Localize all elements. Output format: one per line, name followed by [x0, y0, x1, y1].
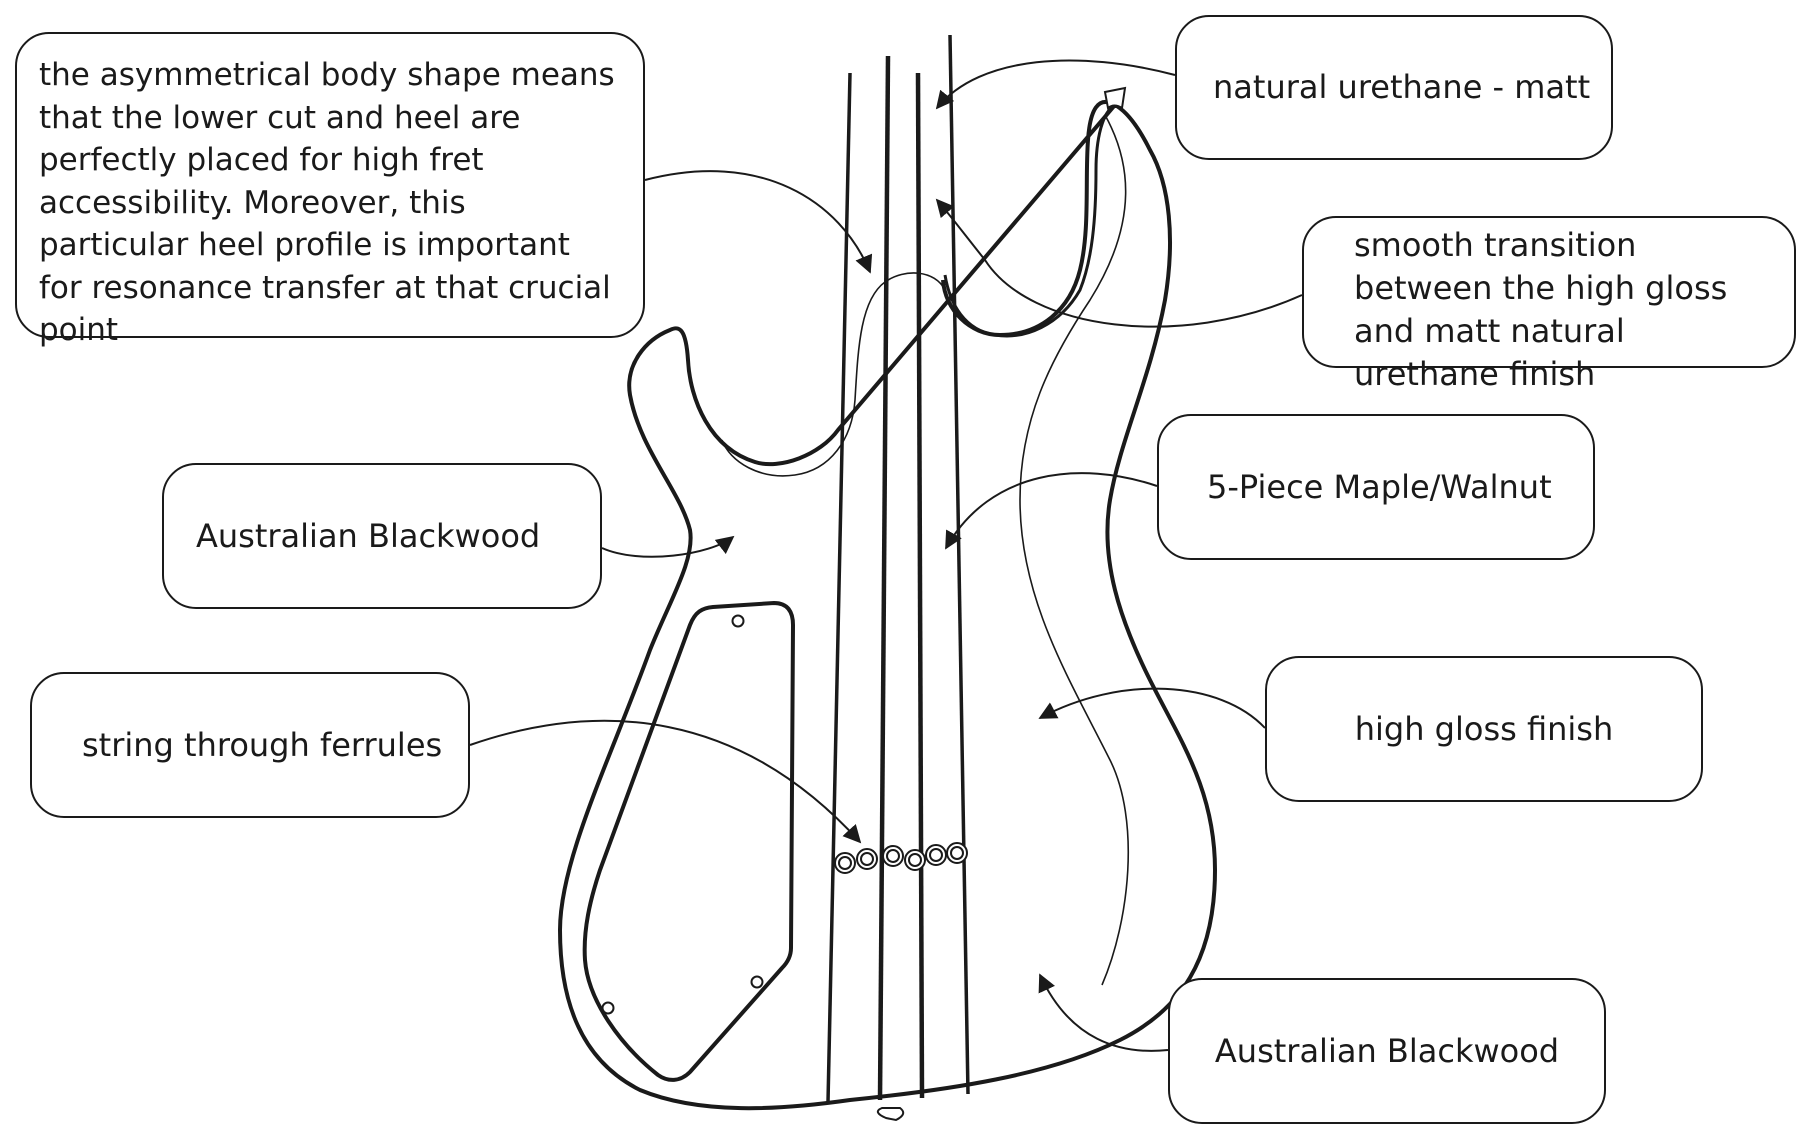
- neck-laminate-line-4: [948, 34, 970, 1095]
- callout-natural-matt-text: natural urethane - matt: [1213, 68, 1591, 106]
- callout-string-ferrules-text: string through ferrules: [82, 725, 443, 764]
- callout-finish-transition-text: smooth transition between the high gloss…: [1354, 226, 1728, 393]
- arrow-natural-matt: [935, 59, 1176, 110]
- finish-transition-line: [1019, 114, 1130, 986]
- callout-heel-profile-text: the asymmetrical body shape means that t…: [39, 57, 615, 348]
- neck-laminate-line-3: [915, 72, 925, 1099]
- strap-button-top: [1103, 86, 1127, 110]
- arrow-blackwood-lower: [1038, 973, 1169, 1052]
- arrow-gloss: [1038, 687, 1266, 729]
- control-plate-screw: [731, 614, 745, 628]
- callout-string-ferrules: string through ferrules: [30, 672, 470, 818]
- strap-button-bottom: [876, 1107, 905, 1122]
- callout-blackwood-upper-text: Australian Blackwood: [196, 516, 541, 555]
- arrow-heel: [644, 170, 873, 274]
- control-plate: [582, 600, 796, 1082]
- arrow-ferrules: [469, 719, 862, 844]
- callout-high-gloss: high gloss finish: [1265, 656, 1703, 802]
- control-plate-screw: [750, 975, 764, 989]
- callout-neck-laminate-text: 5-Piece Maple/Walnut: [1207, 467, 1552, 506]
- upper-horn-inner-edge: [943, 103, 1116, 338]
- arrow-transition: [935, 198, 1303, 328]
- callout-finish-transition: smooth transition between the high gloss…: [1302, 216, 1796, 393]
- callout-blackwood-lower-text: Australian Blackwood: [1214, 1031, 1560, 1070]
- heel-transition-line: [721, 272, 946, 477]
- callout-natural-matt: natural urethane - matt: [1175, 15, 1613, 160]
- callout-blackwood-upper: Australian Blackwood: [162, 463, 602, 609]
- callout-heel-profile: the asymmetrical body shape means that t…: [15, 32, 645, 348]
- callout-high-gloss-text: high gloss finish: [1354, 709, 1614, 748]
- arrow-blackwood-upper: [601, 535, 735, 558]
- neck-laminate-line-1: [826, 72, 852, 1103]
- arrow-neck-laminate: [945, 472, 1158, 550]
- callout-neck-laminate: 5-Piece Maple/Walnut: [1157, 414, 1595, 560]
- neck-laminate-line-2: [877, 55, 891, 1101]
- control-plate-screw: [601, 1001, 615, 1015]
- string-ferrules: [834, 842, 968, 874]
- callout-blackwood-lower: Australian Blackwood: [1168, 978, 1606, 1124]
